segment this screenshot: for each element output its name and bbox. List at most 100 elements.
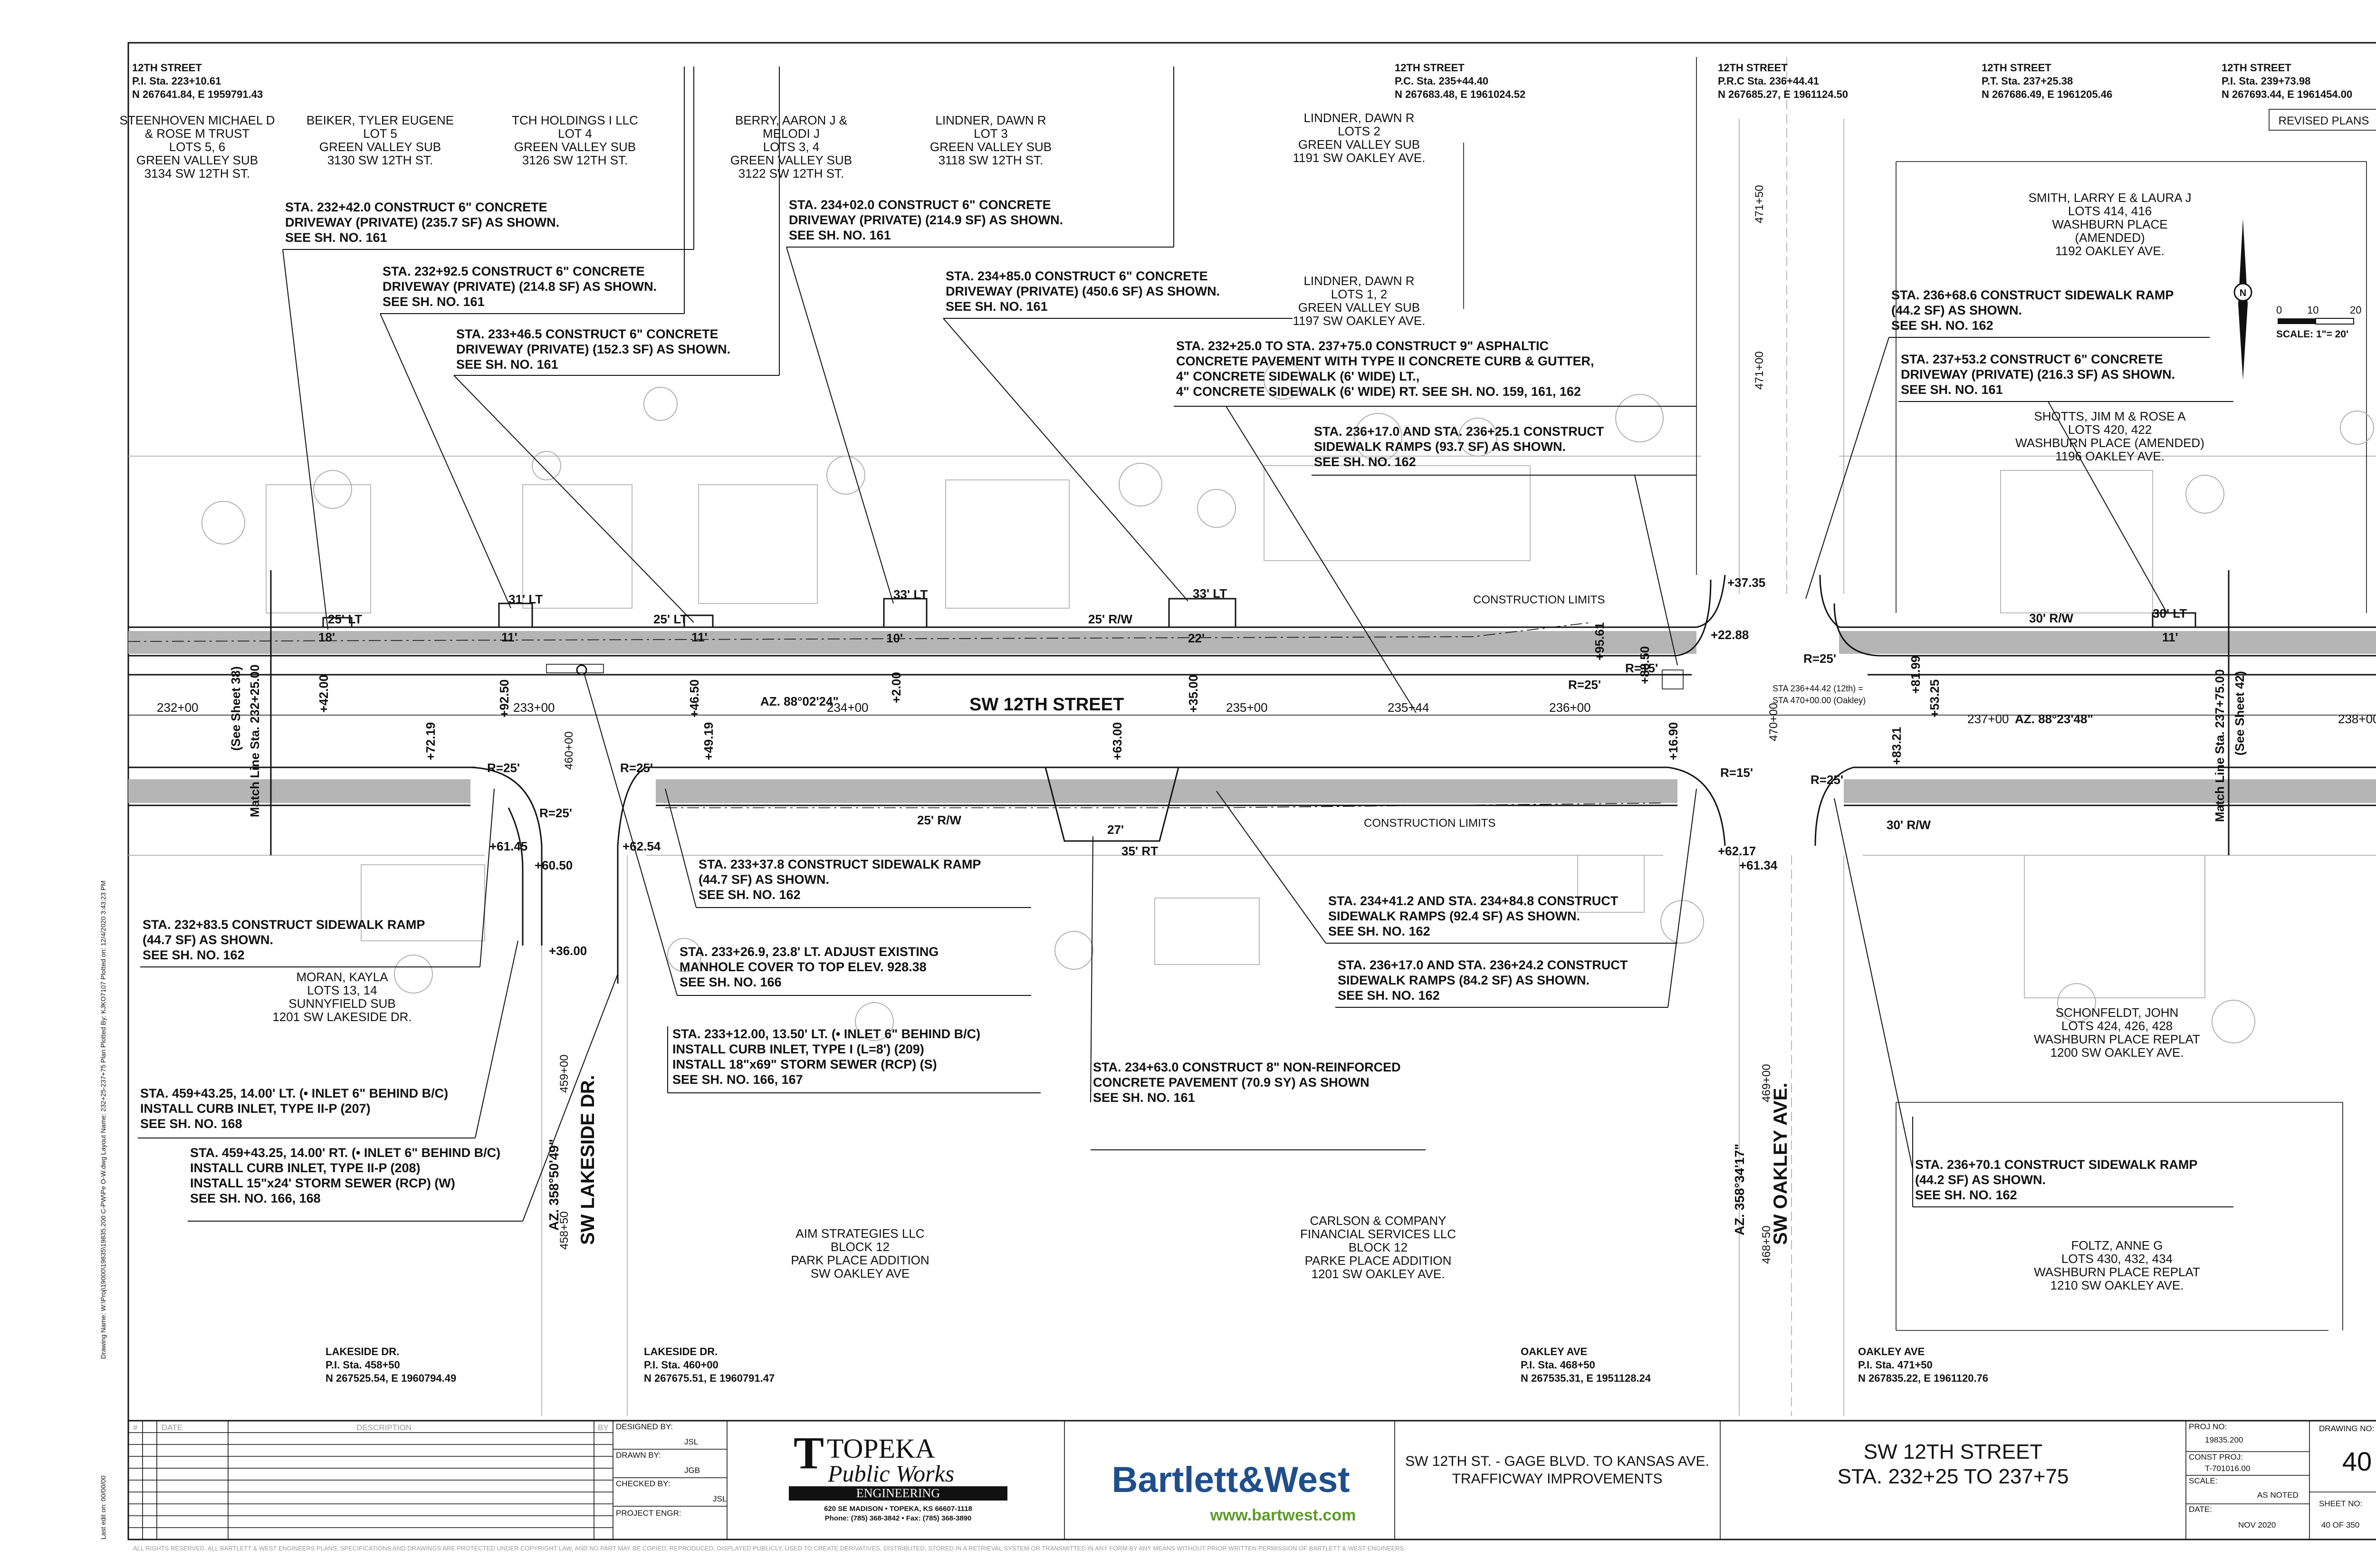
- svg-text:+95.61: +95.61: [1592, 622, 1607, 660]
- callout-234-41-ramps: STA. 234+41.2 AND STA. 234+84.8 CONSTRUC…: [1328, 894, 1619, 938]
- pi-header-3-l1: 12TH STREET: [1718, 62, 1788, 74]
- svg-text:ENGINEERING: ENGINEERING: [856, 1486, 940, 1500]
- pi-header-5-l3: N 267693.44, E 1961454.00: [2222, 88, 2352, 100]
- checked-by-label: CHECKED BY:: [616, 1479, 670, 1488]
- drawn-by-label: DRAWN BY:: [616, 1451, 661, 1460]
- svg-text:20: 20: [2350, 304, 2361, 316]
- svg-text:+22.88: +22.88: [1711, 628, 1749, 642]
- roadway: [128, 574, 2376, 984]
- svg-text:+83.21: +83.21: [1889, 727, 1904, 765]
- scale-label: SCALE: 1"= 20': [2276, 329, 2348, 340]
- pi-header-4-l1: 12TH STREET: [1982, 62, 2051, 74]
- svg-text:+62.17: +62.17: [1718, 844, 1756, 858]
- svg-text:N 267835.22, E 1961120.76: N 267835.22, E 1961120.76: [1858, 1372, 1988, 1384]
- svg-text:DATE:: DATE:: [2189, 1505, 2212, 1514]
- svg-text:N: N: [2240, 288, 2246, 298]
- pi-header-3-l2: P.R.C Sta. 236+44.41: [1718, 75, 1819, 87]
- match-line-right-l1: Match Line Sta. 237+75.00: [2213, 669, 2227, 822]
- svg-text:234+00: 234+00: [827, 700, 868, 715]
- svg-text:+92.50: +92.50: [497, 679, 511, 717]
- svg-text:25' R/W: 25' R/W: [1088, 612, 1132, 626]
- graphic-scale: 0 10 20 SCALE: 1"= 20': [2276, 304, 2361, 340]
- svg-text:R=25': R=25': [539, 806, 572, 820]
- svg-text:PROJ NO:: PROJ NO:: [2189, 1422, 2227, 1431]
- callout-236-70: STA. 236+70.1 CONSTRUCT SIDEWALK RAMP(44…: [1915, 1157, 2197, 1202]
- svg-text:30' R/W: 30' R/W: [2029, 611, 2073, 625]
- pi-header-2-l1: 12TH STREET: [1395, 62, 1465, 74]
- svg-text:+60.50: +60.50: [535, 858, 573, 872]
- azimuth-east: AZ. 88°23'48": [2015, 712, 2093, 726]
- svg-text:0: 0: [2276, 304, 2282, 316]
- svg-text:471+50: 471+50: [1753, 185, 1766, 223]
- svg-text:LAKESIDE DR.: LAKESIDE DR.: [326, 1346, 399, 1358]
- svg-text:469+00: 469+00: [1760, 1064, 1773, 1102]
- svg-text:SCALE:: SCALE:: [2189, 1476, 2217, 1485]
- pi-header-2-l2: P.C. Sta. 235+44.40: [1395, 75, 1488, 87]
- svg-text:+2.00: +2.00: [889, 672, 903, 703]
- svg-text:R=25': R=25': [1803, 651, 1836, 666]
- svg-text:R=25': R=25': [1811, 773, 1843, 787]
- svg-text:10: 10: [2307, 304, 2319, 316]
- svg-text:31' LT: 31' LT: [508, 592, 543, 606]
- svg-text:R=25': R=25': [620, 761, 653, 775]
- background-linework: [128, 57, 2376, 1416]
- svg-text:+81.99: +81.99: [1908, 656, 1923, 694]
- svg-text:+62.54: +62.54: [623, 839, 661, 853]
- callout-manhole-adjust: STA. 233+26.9, 23.8' LT. ADJUST EXISTING…: [680, 945, 939, 989]
- lakeside-street-label: SW LAKESIDE DR.: [577, 1075, 598, 1245]
- sheet-title-l2: STA. 232+25 TO 237+75: [1838, 1465, 2069, 1488]
- svg-text:+37.35: +37.35: [1727, 575, 1765, 590]
- svg-text:+61.34: +61.34: [1739, 858, 1778, 872]
- svg-text:R=25': R=25': [487, 761, 520, 775]
- callout-232-83: STA. 232+83.5 CONSTRUCT SIDEWALK RAMP(44…: [143, 918, 425, 962]
- drawn-by-value: JGB: [684, 1466, 700, 1475]
- svg-text:238+00: 238+00: [2338, 712, 2376, 726]
- svg-text:DESCRIPTION: DESCRIPTION: [356, 1423, 412, 1432]
- sheet-number: 40 OF 350: [2321, 1520, 2359, 1530]
- svg-text:458+50: 458+50: [558, 1211, 571, 1250]
- svg-text:+88.50: +88.50: [1638, 646, 1652, 684]
- drawing-number: 40: [2342, 1446, 2372, 1476]
- svg-text:22': 22': [1188, 631, 1205, 645]
- callout-236-68: STA. 236+68.6 CONSTRUCT SIDEWALK RAMP(44…: [1891, 288, 2174, 333]
- lakeside-azimuth: AZ. 358°50'49": [546, 1139, 561, 1231]
- svg-text:P.I. Sta. 460+00: P.I. Sta. 460+00: [644, 1359, 719, 1371]
- svg-text:+72.19: +72.19: [423, 722, 438, 760]
- svg-text:+35.00: +35.00: [1186, 675, 1200, 713]
- project-name-l1: SW 12TH ST. - GAGE BLVD. TO KANSAS AVE.: [1405, 1453, 1709, 1469]
- svg-text:460+00: 460+00: [563, 731, 575, 770]
- svg-text:SHEET NO:: SHEET NO:: [2319, 1499, 2362, 1508]
- svg-text:OAKLEY AVE: OAKLEY AVE: [1521, 1346, 1587, 1358]
- pi-footers: LAKESIDE DR. P.I. Sta. 458+50 N 267525.5…: [326, 1346, 1988, 1384]
- svg-text:25' R/W: 25' R/W: [917, 813, 961, 827]
- svg-text:N 267535.31, E 1951128.24: N 267535.31, E 1951128.24: [1521, 1372, 1651, 1384]
- match-line-left-l1: Match Line Sta. 232+25.00: [248, 664, 262, 817]
- project-engr-label: PROJECT ENGR:: [616, 1509, 681, 1518]
- svg-text:Public Works: Public Works: [827, 1460, 954, 1487]
- svg-text:BY: BY: [598, 1423, 609, 1432]
- svg-text:236+00: 236+00: [1549, 700, 1590, 715]
- copyright-notice: ALL RIGHTS RESERVED. ALL BARTLETT & WEST…: [133, 1545, 1406, 1552]
- svg-text:DATE: DATE: [162, 1423, 182, 1432]
- pi-header-5-l1: 12TH STREET: [2222, 62, 2291, 74]
- oakley-street-label: SW OAKLEY AVE.: [1770, 1082, 1791, 1245]
- svg-text:11': 11': [2162, 630, 2178, 644]
- pi-header-5-l2: P.I. Sta. 239+73.98: [2222, 75, 2310, 87]
- match-line-right-l2: (See Sheet 42): [2232, 671, 2247, 755]
- svg-text:+16.90: +16.90: [1666, 722, 1680, 760]
- title-block: # DATE DESCRIPTION BY DESIGNED BY: JSL D…: [127, 1420, 2376, 1540]
- designed-by-label: DESIGNED BY:: [616, 1422, 673, 1431]
- svg-text:DRAWING NO:: DRAWING NO:: [2319, 1424, 2374, 1433]
- svg-text:T: T: [794, 1427, 824, 1478]
- pi-header-4-l3: N 267686.49, E 1961205.46: [1982, 88, 2112, 100]
